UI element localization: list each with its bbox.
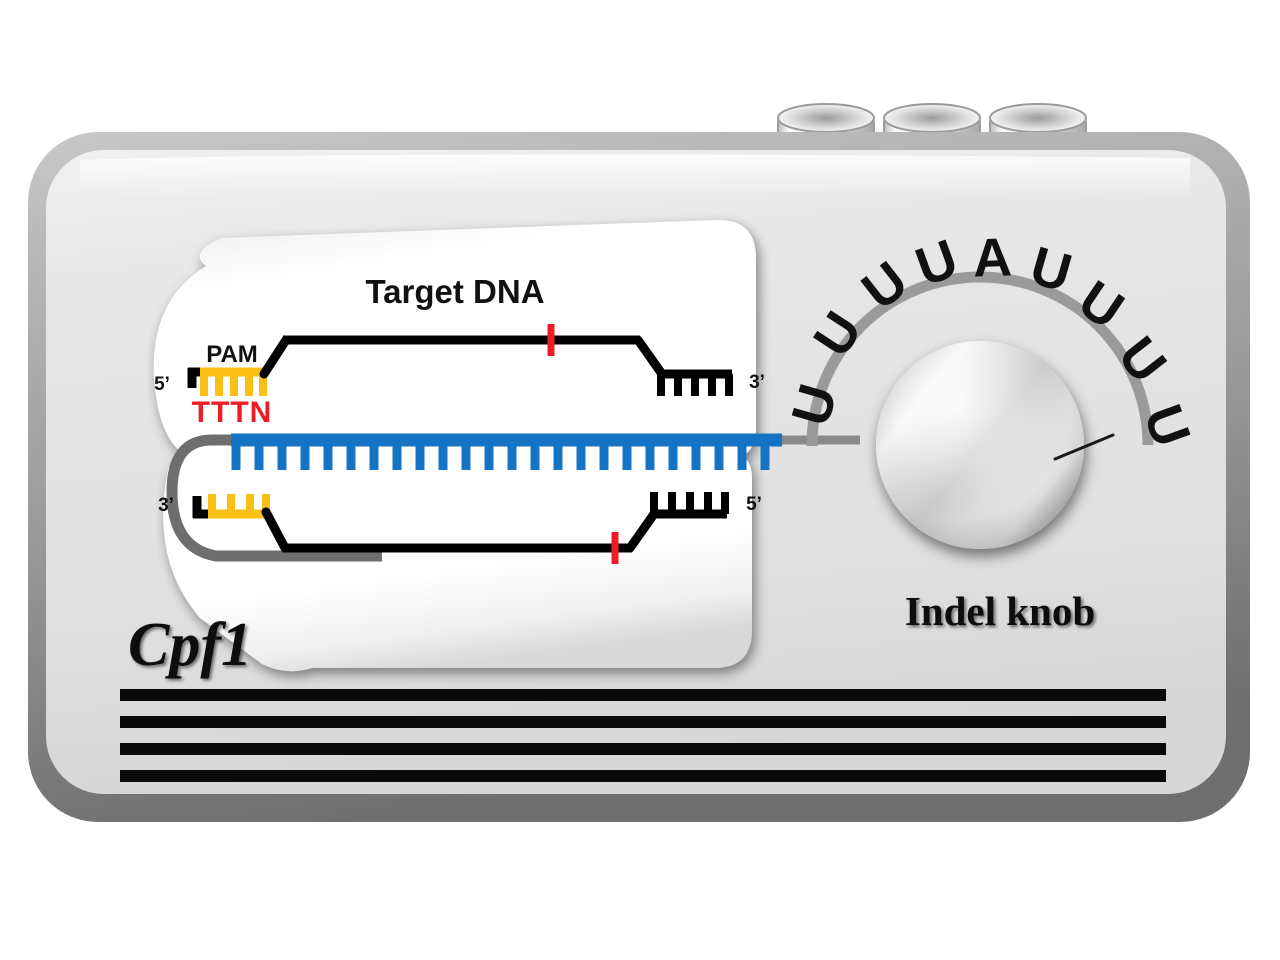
protein-lower-lobe [163,448,752,672]
grille-bar-1 [120,689,1166,701]
pam-comb-top [200,367,267,396]
grille-bar-3 [120,743,1166,755]
grille-bar-2 [120,716,1166,728]
dna-comb-top-right [657,369,733,396]
pam-sequence-label: TTTN [192,396,273,429]
case-top-highlight [80,154,1190,198]
pam-label: PAM [206,341,258,368]
brand-label: Cpf1 [128,611,252,679]
indel-knob[interactable] [876,341,1084,549]
target-dna-label: Target DNA [365,273,544,310]
knob-dome-shading [876,341,1084,549]
guide-rna-backbone [166,434,382,562]
end-label-bottom-left: 3’ [158,495,174,516]
speaker-grille [120,689,1166,782]
dial-letter-5: A [972,227,1013,288]
knob-scale-arc [806,271,1154,446]
target-dna-bottom-strand [192,492,729,564]
target-dna-top-strand [187,324,733,396]
knob-pointer [1053,433,1115,461]
end-label-bottom-right: 5’ [746,494,762,515]
indel-knob-caption: Indel knob [905,588,1095,634]
end-label-top-right: 3’ [749,372,765,393]
grille-bar-4 [120,770,1166,782]
indel-knob-assembly[interactable] [806,271,1154,549]
end-label-top-left: 5’ [154,374,170,395]
guide-rna-blue-comb [231,433,782,470]
dna-comb-bottom-right [650,492,729,519]
dna-rna-schematic [166,324,860,564]
pam-comb-bottom [208,494,270,519]
